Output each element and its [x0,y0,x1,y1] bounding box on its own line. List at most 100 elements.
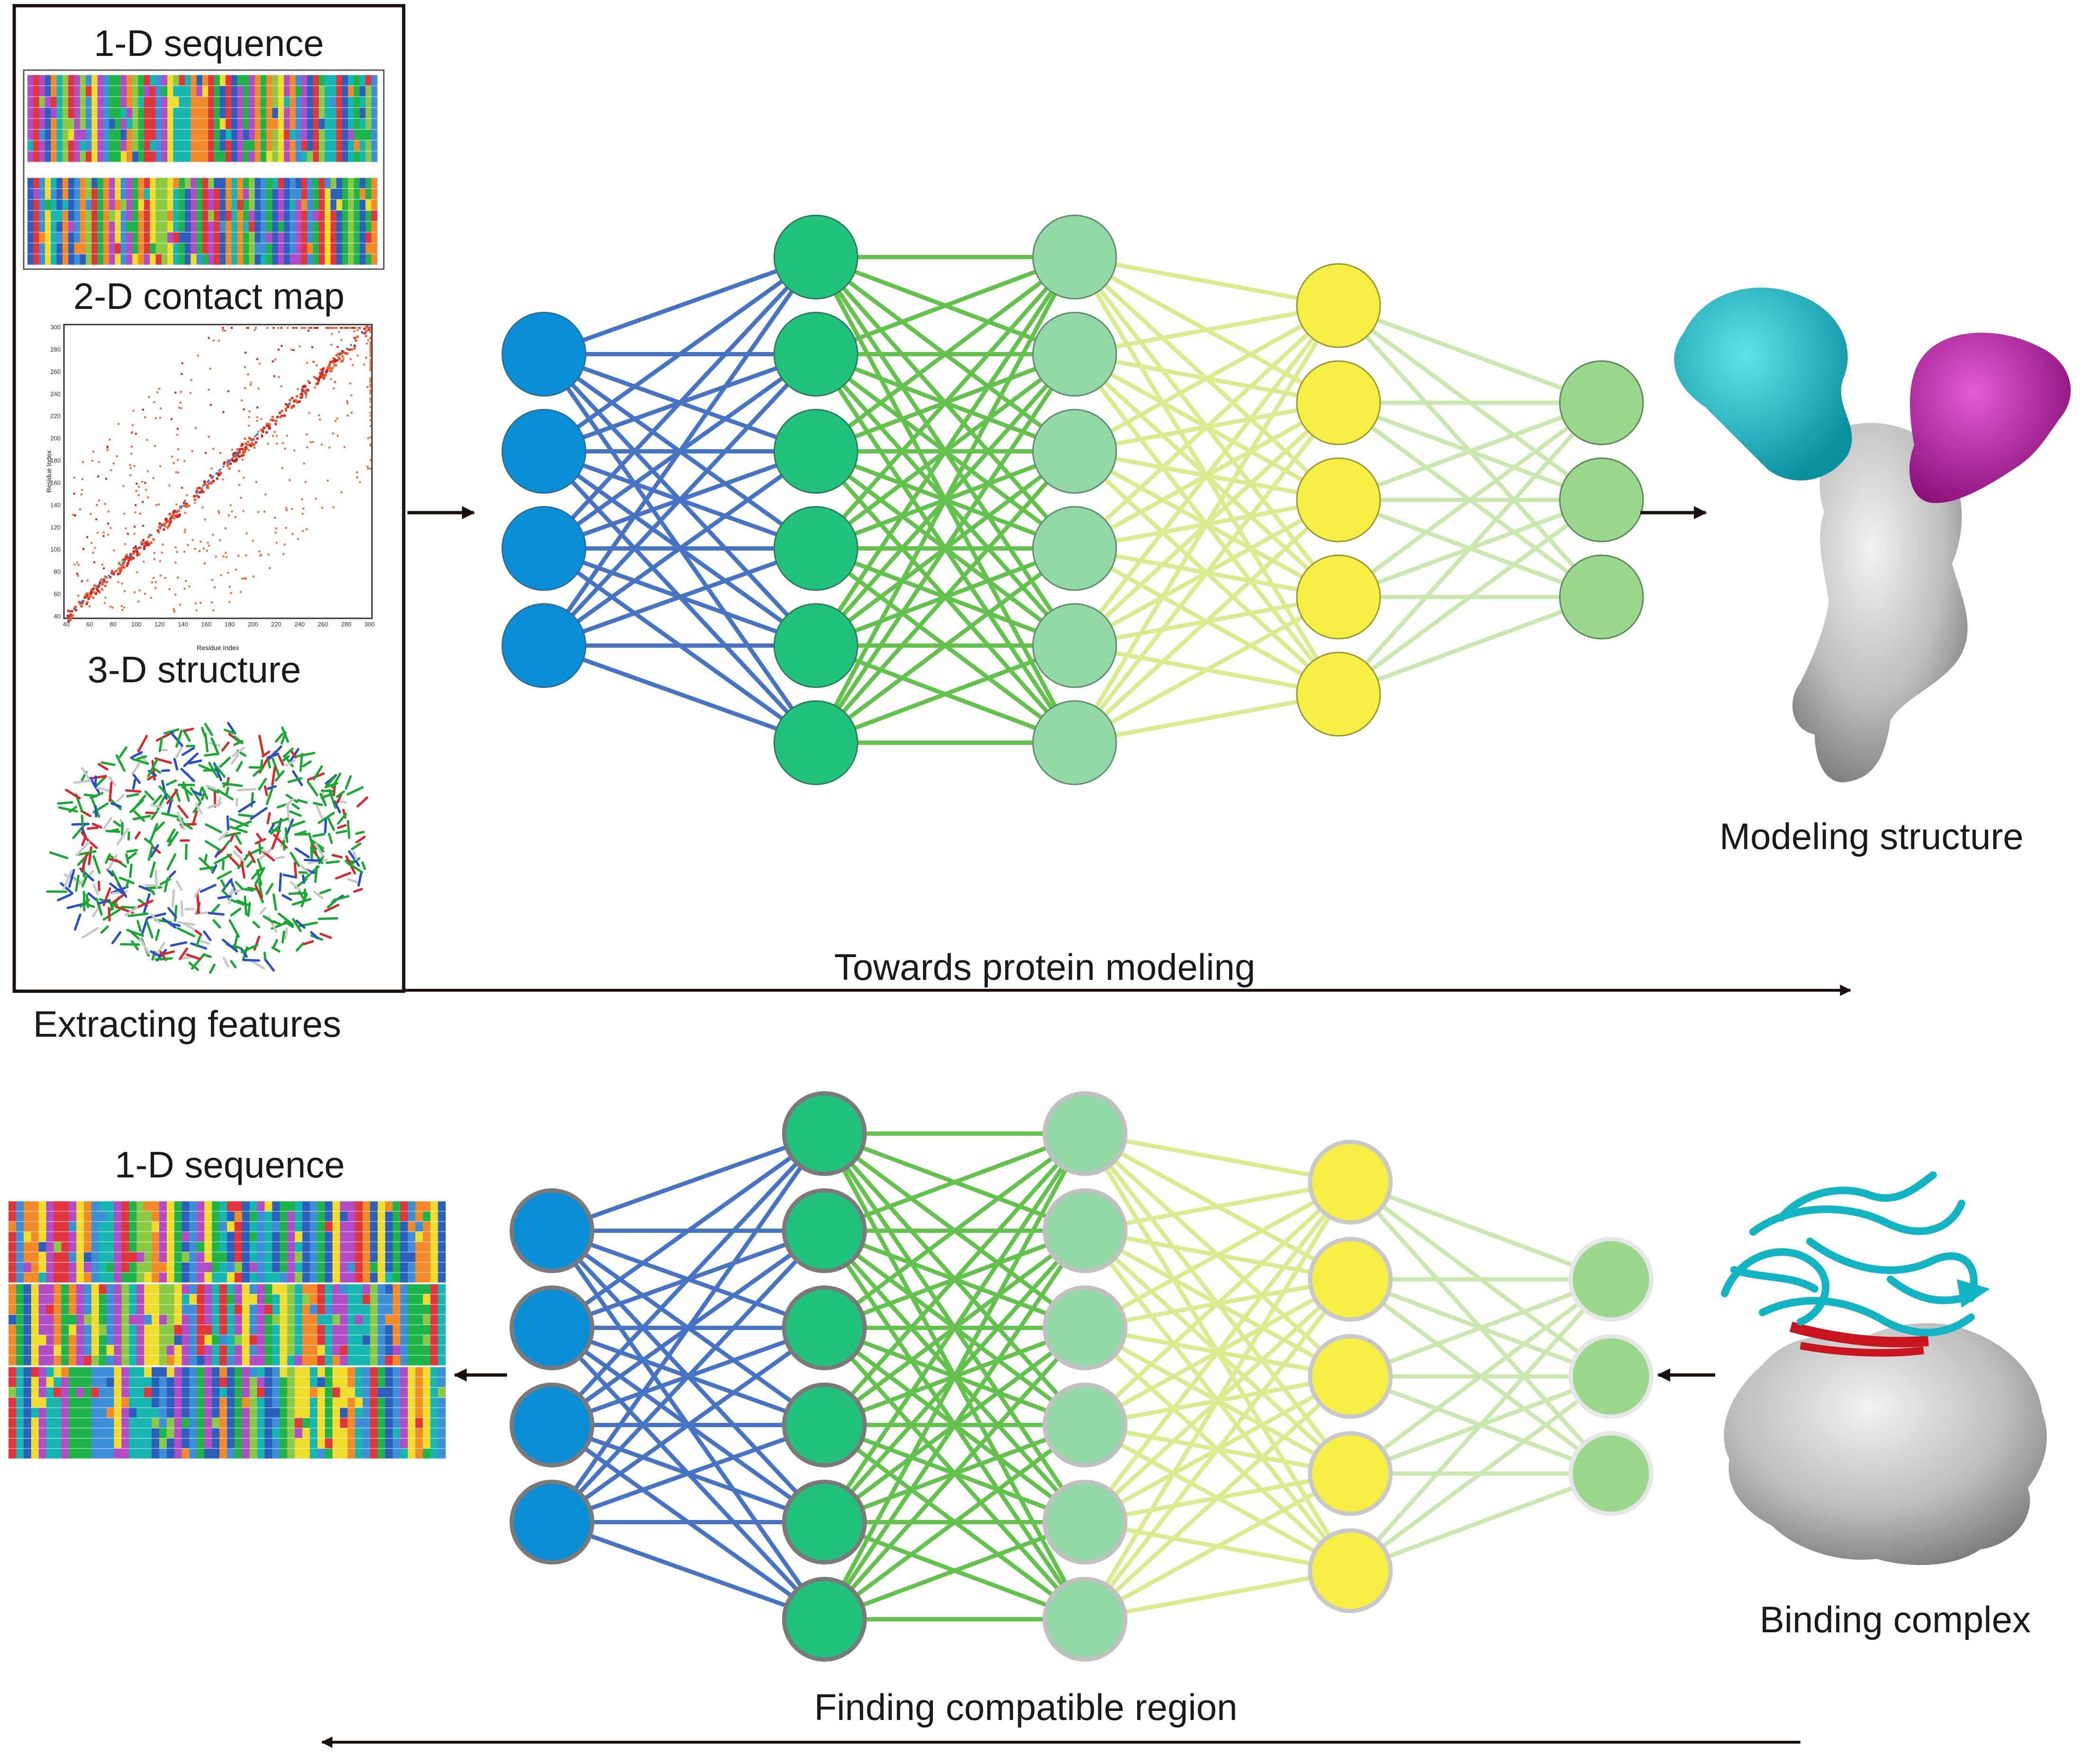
alignment-cell [39,97,45,108]
alignment-cell [202,108,208,119]
alignment-cell [362,1314,371,1325]
contact-point [261,434,263,436]
alignment-cell [80,178,86,189]
alignment-cell [155,75,162,86]
alignment-cell [362,1355,371,1366]
contact-point [367,327,369,329]
alignment-cell [97,178,104,189]
stick-bond [204,752,219,757]
alignment-cell [264,1221,272,1232]
contact-point [110,572,113,574]
alignment-cell [103,108,109,119]
alignment-cell [166,1211,175,1222]
contact-point [95,592,98,595]
alignment-cell [152,1367,160,1377]
alignment-cell [23,1304,32,1315]
alignment-cell [310,1284,318,1294]
stick-bond [271,757,280,776]
alignment-cell [97,210,104,222]
alignment-cell [219,1304,227,1315]
alignment-cell [287,1231,295,1242]
alignment-cell [280,1397,288,1408]
alignment-cell [159,1428,167,1438]
alignment-cell [129,1448,137,1459]
network-edge [1073,595,1340,745]
alignment-cell [385,1231,393,1242]
alignment-cell [150,254,156,265]
stick-bond [58,806,78,813]
alignment-cell [189,1221,197,1232]
stick-bond [253,935,261,951]
alignment-cell [371,118,378,130]
contact-point [370,390,371,393]
alignment-cell [307,108,314,119]
alignment-cell [179,232,185,244]
alignment-cell [45,221,51,233]
alignment-cell [249,221,255,233]
alignment-cell [362,1408,371,1418]
alignment-cell [301,140,307,152]
alignment-cell [106,1314,115,1325]
alignment-cell [185,221,191,233]
alignment-cell [226,232,232,244]
alignment-cell [190,199,197,211]
contact-point [203,547,205,550]
contact-point [328,367,331,370]
alignment-cell [319,210,325,222]
alignment-cell [204,1408,212,1418]
alignment-cell [219,75,226,86]
contact-point [234,516,236,518]
contact-point [121,609,124,611]
alignment-cell [33,108,40,119]
network-edge [550,1229,826,1524]
alignment-cell [9,1284,17,1294]
alignment-cell [174,1448,182,1459]
alignment-cell [226,189,232,200]
alignment-cell [407,1294,416,1305]
contact-point [82,461,84,463]
alignment-cell [438,1397,446,1408]
alignment-cell [190,108,197,119]
alignment-cell [129,1438,137,1449]
alignment-cell [31,1387,39,1398]
alignment-cell [103,243,109,254]
alignment-cell [179,108,185,119]
alignment-cell [189,1325,197,1335]
alignment-cell [196,151,203,163]
alignment-cell [120,221,127,233]
alignment-cell [99,1211,107,1222]
alignment-cell [23,1335,32,1346]
contact-point [347,348,350,351]
alignment-cell [438,1252,446,1263]
alignment-cell [340,1397,348,1408]
contact-point [108,575,110,577]
alignment-cell [196,199,203,211]
alignment-cell [242,1252,250,1263]
contact-point [98,499,100,502]
contact-point [228,460,231,462]
contact-point [123,566,126,569]
alignment-cell [272,1438,280,1449]
alignment-cell [136,1377,145,1388]
alignment-cell [61,1448,69,1459]
alignment-cell [115,97,121,108]
alignment-cell [332,1231,341,1242]
alignment-cell [91,243,98,254]
stick-bond [346,861,363,874]
contact-point [77,595,80,597]
alignment-cell [249,1367,258,1377]
contact-point [346,415,349,417]
alignment-cell [31,1345,39,1356]
alignment-cell [185,189,191,200]
alignment-cell [272,221,279,233]
contact-point [150,534,153,536]
contact-point [241,399,243,402]
contact-point [224,329,226,332]
alignment-cell [295,232,302,244]
alignment-cell [54,1355,62,1366]
alignment-cell [287,1262,295,1273]
alignment-cell [340,1211,348,1222]
stick-bond [152,767,162,774]
alignment-cell [287,1211,295,1222]
contact-point [97,475,99,478]
